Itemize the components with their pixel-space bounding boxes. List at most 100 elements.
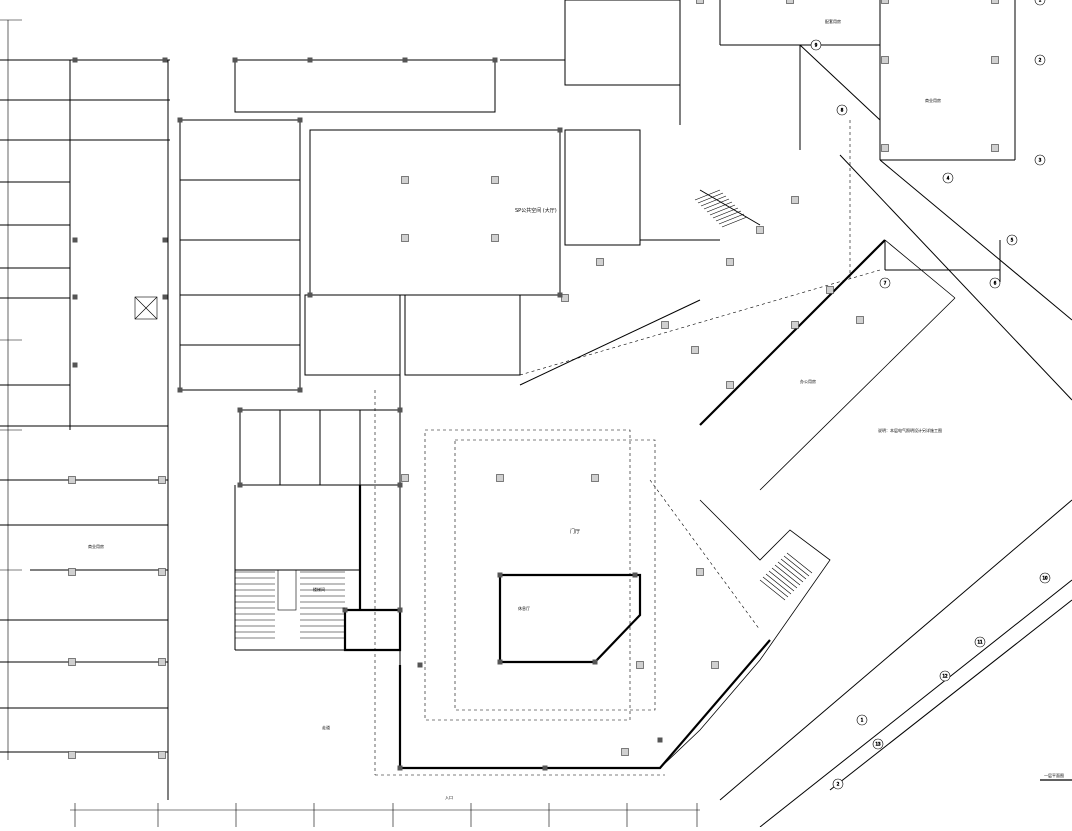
axis-number-14: 2	[837, 782, 840, 787]
stair-top-3	[703, 198, 730, 210]
axis-number-1: 2	[1039, 58, 1042, 63]
small-column-8	[307, 57, 313, 63]
small-column-31	[657, 737, 663, 743]
column-29	[621, 748, 629, 756]
axis-number-9: 10	[1042, 576, 1048, 581]
elevator-cross-b	[134, 296, 158, 320]
small-column-14	[297, 387, 303, 393]
label-shop-right: 商业用房	[925, 97, 941, 103]
small-column-12	[297, 117, 303, 123]
column-30	[881, 56, 889, 64]
label-lounge: 休息厅	[518, 605, 530, 611]
column-9	[491, 176, 499, 184]
stair-top-1	[697, 192, 724, 204]
axis-bubble-14	[832, 778, 844, 790]
small-column-30	[542, 765, 548, 771]
elevator-box	[134, 296, 158, 320]
small-column-28	[417, 662, 423, 668]
column-12	[596, 258, 604, 266]
axis-number-11: 12	[942, 674, 948, 679]
small-column-3	[162, 237, 168, 243]
label-entrance: 入口	[445, 795, 453, 800]
column-33	[991, 144, 999, 152]
axis-number-12: 13	[875, 742, 881, 747]
axis-bubble-2	[1034, 154, 1046, 166]
column-17	[756, 226, 764, 234]
column-13	[561, 294, 569, 302]
stair-diag-9	[786, 552, 813, 574]
stair-top-6	[712, 207, 739, 219]
small-column-19	[397, 407, 403, 413]
column-23	[496, 474, 504, 482]
axis-bubble-6	[879, 277, 891, 289]
label-shop-left: 商业用房	[88, 543, 104, 549]
label-corridor: 走道	[322, 724, 330, 730]
small-column-13	[177, 387, 183, 393]
small-column-0	[72, 57, 78, 63]
column-11	[491, 234, 499, 242]
column-21	[791, 321, 799, 329]
column-18	[791, 196, 799, 204]
stair-diag-4	[771, 567, 798, 589]
column-28	[711, 661, 719, 669]
small-column-7	[232, 57, 238, 63]
axis-bubble-10	[974, 636, 986, 648]
axis-bubble-0	[1034, 0, 1046, 6]
axis-bubble-13	[856, 714, 868, 726]
column-32	[881, 144, 889, 152]
axis-number-8: 9	[815, 43, 818, 48]
axis-bubble-8	[810, 39, 822, 51]
small-column-5	[162, 294, 168, 300]
axis-number-2: 3	[1039, 158, 1042, 163]
axis-bubble-9	[1039, 572, 1051, 584]
stair-top-5	[709, 204, 736, 216]
small-column-22	[342, 607, 348, 613]
stairs-layer	[134, 189, 813, 639]
small-column-26	[497, 659, 503, 665]
axis-number-13: 1	[861, 718, 864, 723]
axis-number-10: 11	[977, 640, 983, 645]
column-31	[991, 56, 999, 64]
small-column-10	[492, 57, 498, 63]
axis-bubble-1	[1034, 54, 1046, 66]
column-27	[636, 661, 644, 669]
column-36	[881, 0, 889, 4]
column-16	[726, 258, 734, 266]
stair-diag-8	[783, 555, 810, 577]
column-20	[856, 316, 864, 324]
stair-top-9	[721, 216, 748, 228]
column-10	[401, 234, 409, 242]
label-stair-hall: 楼梯间	[313, 586, 325, 592]
axis-number-6: 7	[884, 281, 887, 286]
column-14	[661, 321, 669, 329]
column-2	[68, 658, 76, 666]
label-notes: 说明：本层电气照明设计另详施工图	[878, 427, 942, 433]
small-column-24	[497, 572, 503, 578]
column-6	[158, 658, 166, 666]
stair-diag-1	[762, 576, 789, 598]
column-5	[158, 568, 166, 576]
small-column-15	[557, 127, 563, 133]
stair-well	[277, 569, 297, 611]
small-column-29	[397, 765, 403, 771]
small-column-1	[162, 57, 168, 63]
small-column-9	[402, 57, 408, 63]
small-column-25	[632, 572, 638, 578]
axis-number-0: 1	[1039, 0, 1042, 3]
small-column-6	[72, 362, 78, 368]
label-shop-top-right: 配套用房	[825, 18, 841, 24]
column-24	[401, 474, 409, 482]
column-8	[401, 176, 409, 184]
stair-diag-2	[765, 573, 792, 595]
stair-diag-3	[768, 570, 795, 592]
stair-top-7	[715, 210, 742, 222]
stair-diag-7	[780, 558, 807, 580]
small-column-23	[397, 607, 403, 613]
stair-top-8	[718, 213, 745, 225]
column-4	[158, 476, 166, 484]
column-7	[158, 751, 166, 759]
stair-diag-6	[777, 561, 804, 583]
axis-bubble-3	[942, 172, 954, 184]
